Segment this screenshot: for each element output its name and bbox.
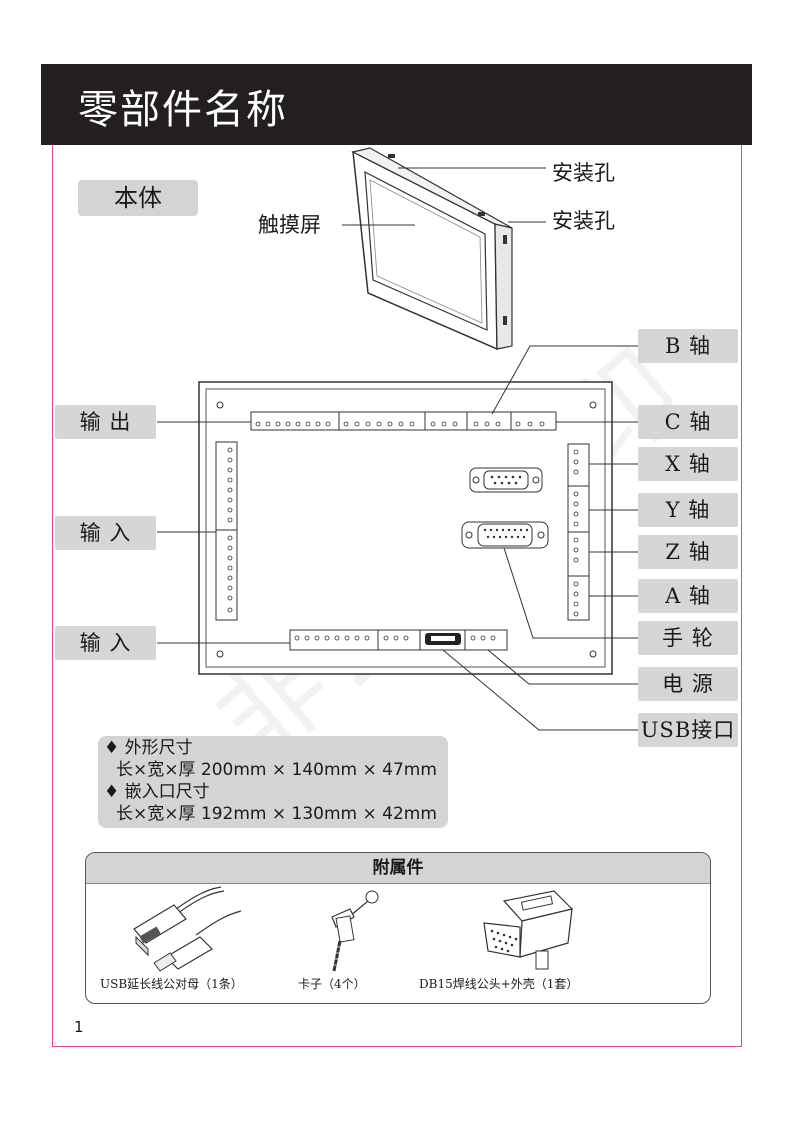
label-x-axis: X 轴 bbox=[638, 447, 738, 481]
label-touchscreen: 触摸屏 bbox=[258, 213, 321, 237]
cutout-size-dims: 长×宽×厚 192mm × 130mm × 42mm bbox=[116, 804, 437, 824]
label-b-axis: B 轴 bbox=[638, 329, 738, 363]
cutout-size-title: ♦ 嵌入口尺寸 bbox=[104, 782, 210, 802]
frame-left-border bbox=[52, 145, 53, 1047]
section-tag-body: 本体 bbox=[78, 180, 198, 216]
label-handwheel: 手 轮 bbox=[638, 621, 738, 655]
label-mount-hole-side: 安装孔 bbox=[552, 209, 615, 233]
dimensions-box: ♦ 外形尺寸 长×宽×厚 200mm × 140mm × 47mm ♦ 嵌入口尺… bbox=[98, 736, 448, 828]
label-input-bottom: 输 入 bbox=[55, 626, 156, 660]
usb-extension-cable-icon bbox=[133, 886, 242, 972]
label-z-axis: Z 轴 bbox=[638, 535, 738, 569]
label-output: 输 出 bbox=[55, 405, 156, 439]
outer-size-dims: 长×宽×厚 200mm × 140mm × 47mm bbox=[116, 760, 437, 780]
page-number: 1 bbox=[74, 1018, 84, 1036]
accessories-title: 附属件 bbox=[86, 853, 710, 884]
db15-connector-icon bbox=[483, 890, 574, 970]
accessories-box: 附属件 USB延长线公对母（1条） 卡子（4个） DB15焊线公头+外壳（1 bbox=[85, 852, 711, 1004]
rear-panel-diagram bbox=[157, 345, 638, 731]
frame-bottom-border bbox=[52, 1046, 742, 1047]
label-power: 电 源 bbox=[638, 667, 738, 701]
header-bar bbox=[41, 64, 752, 145]
accessory-caption-db15: DB15焊线公头+外壳（1套） bbox=[419, 977, 579, 991]
label-y-axis: Y 轴 bbox=[638, 493, 738, 527]
accessory-caption-clip: 卡子（4个） bbox=[298, 977, 366, 991]
frame-right-border bbox=[741, 145, 742, 1047]
label-mount-hole-top: 安装孔 bbox=[552, 161, 615, 185]
label-input-side: 输 入 bbox=[55, 516, 156, 550]
label-usb: USB接口 bbox=[638, 713, 738, 747]
label-c-axis: C 轴 bbox=[638, 405, 738, 439]
outer-size-title: ♦ 外形尺寸 bbox=[104, 738, 193, 758]
page-title: 零部件名称 bbox=[78, 87, 288, 133]
label-a-axis: A 轴 bbox=[638, 579, 738, 613]
mounting-clip-icon bbox=[330, 890, 379, 972]
accessory-caption-usb: USB延长线公对母（1条） bbox=[100, 977, 243, 991]
device-illustration bbox=[342, 147, 546, 351]
